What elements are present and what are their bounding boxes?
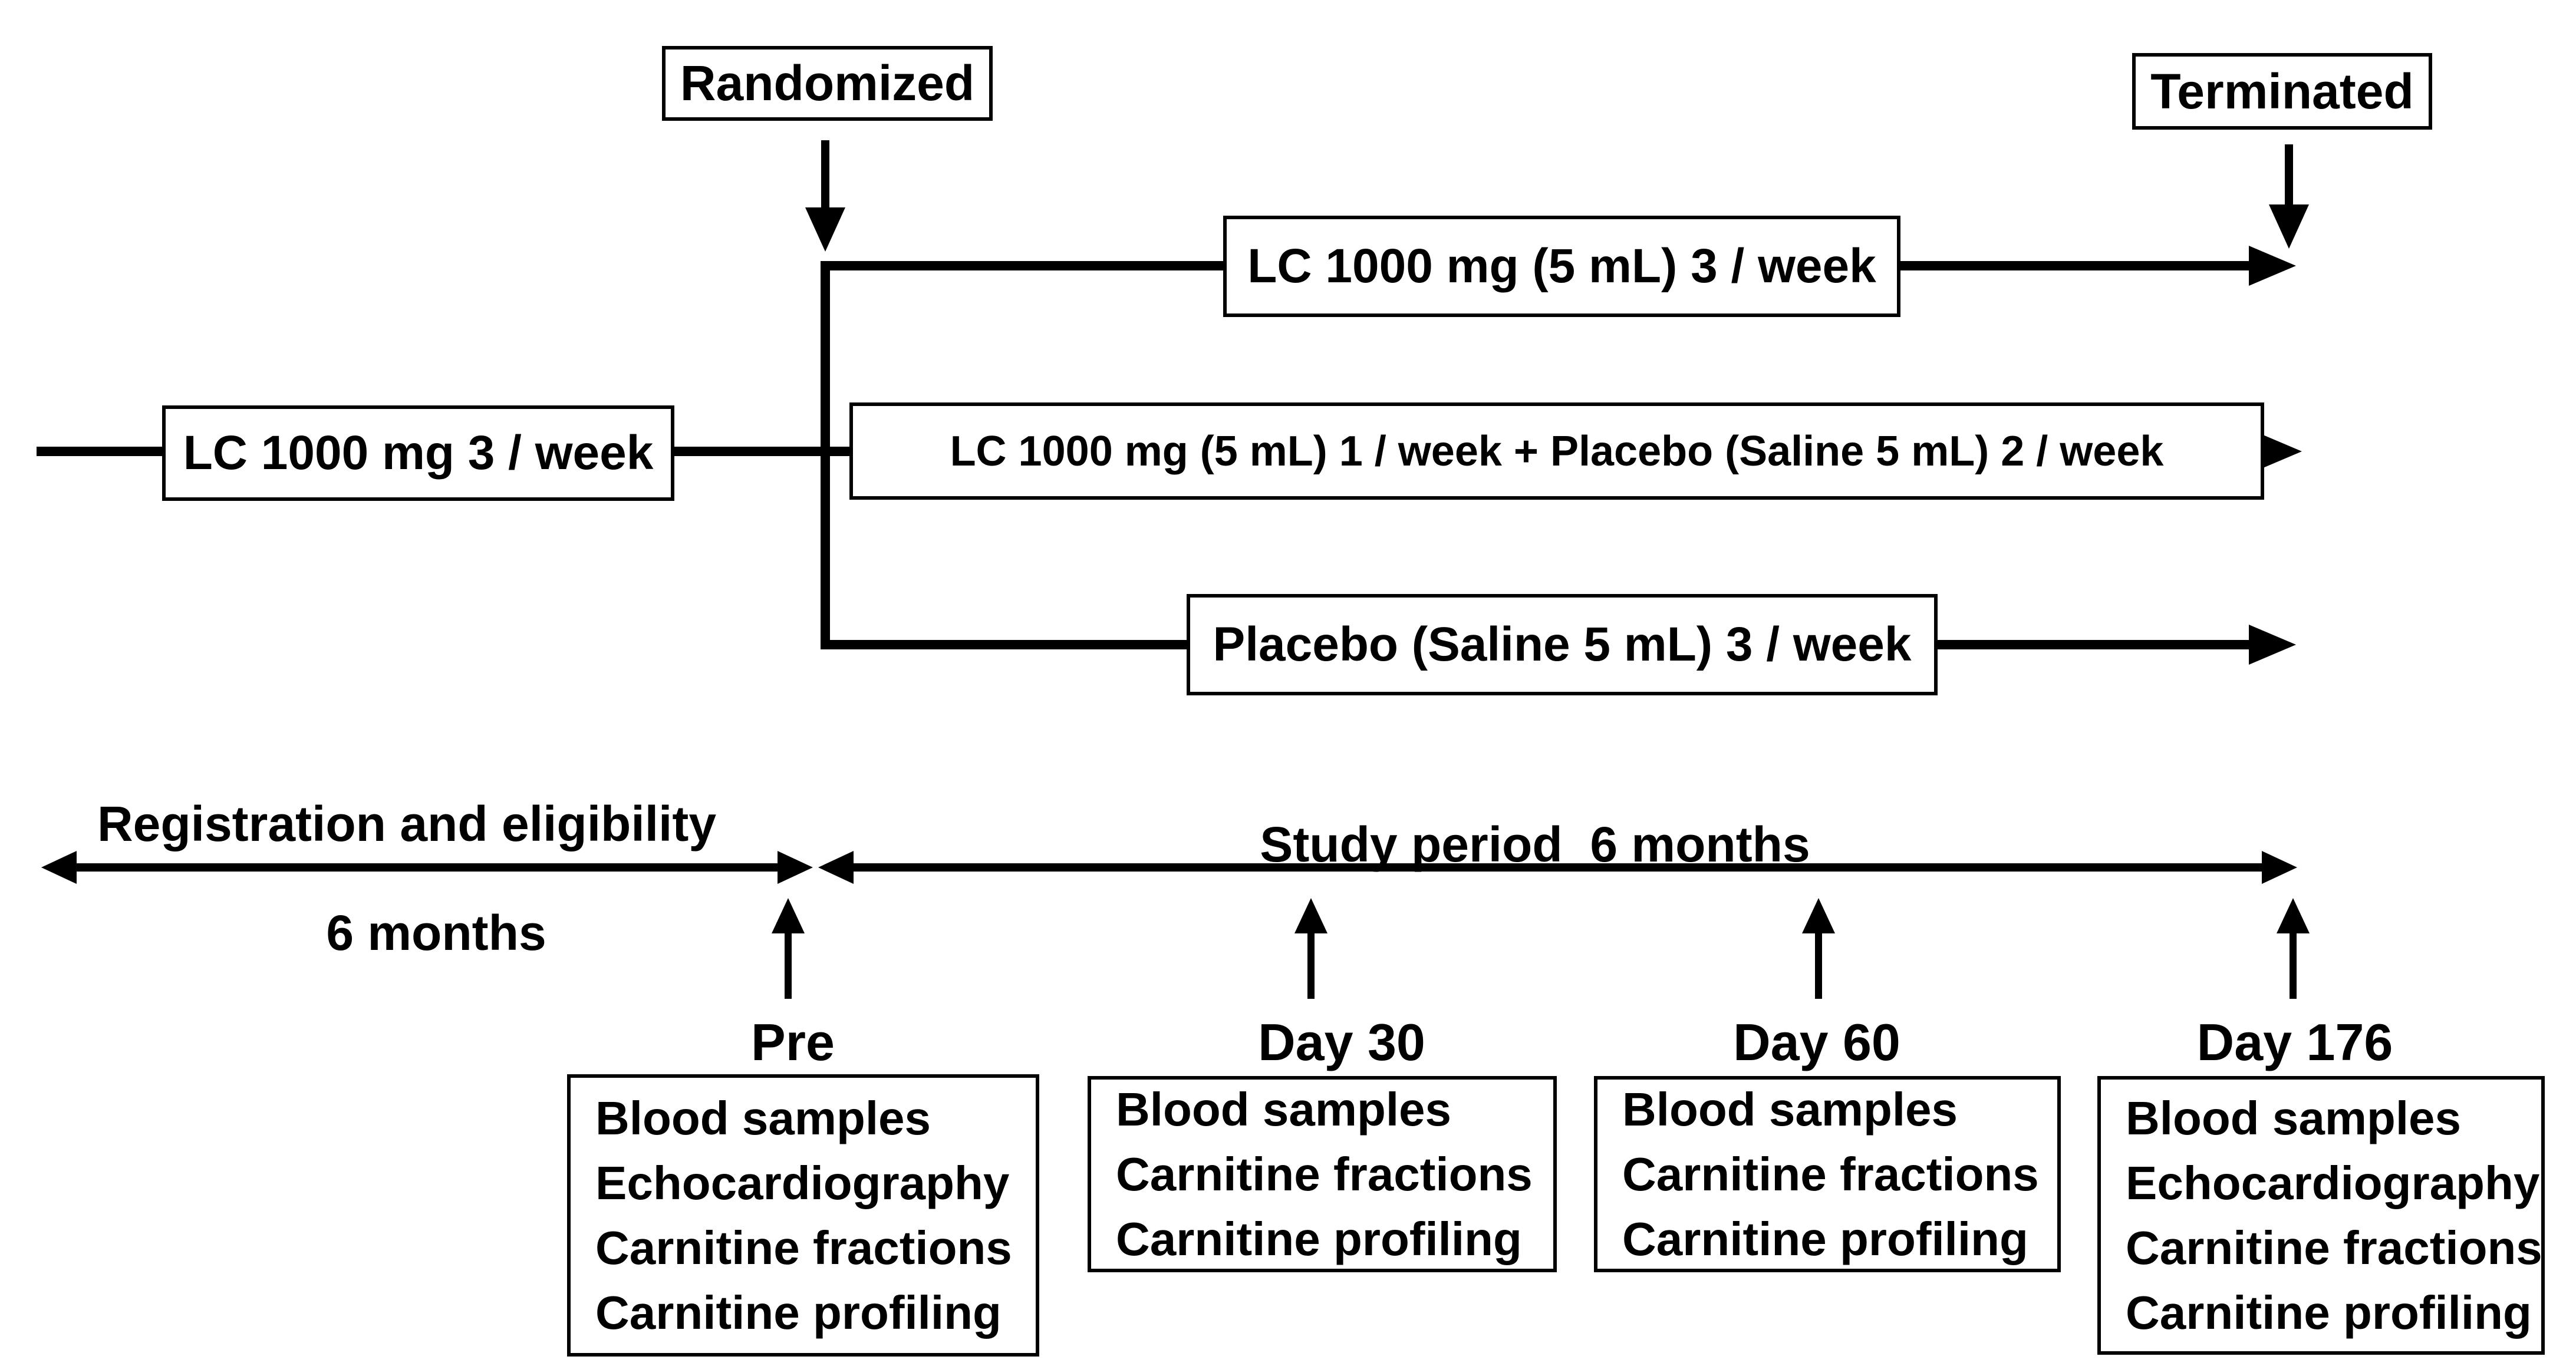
- arm-box-lc-plus-placebo: LC 1000 mg (5 mL) 1 / week + Placebo (Sa…: [849, 402, 2264, 500]
- origin-treatment-box: LC 1000 mg 3 / week: [162, 405, 674, 501]
- timepoint-day30-arrowhead-icon: [1294, 898, 1327, 933]
- timepoint-day176-arrow-shaft: [2290, 931, 2297, 999]
- assessment-item: Carnitine fractions: [2126, 1221, 2542, 1274]
- terminated-arrowhead-icon: [2269, 204, 2309, 249]
- registration-label: Registration and eligibility: [97, 796, 717, 852]
- assessment-item: Carnitine profiling: [595, 1286, 1002, 1339]
- timepoint-label-day60: Day 60: [1733, 1013, 1900, 1071]
- assessment-item: Carnitine fractions: [595, 1221, 1012, 1274]
- timepoint-day60-arrow-shaft: [1815, 931, 1822, 999]
- arm-box-placebo: Placebo (Saline 5 mL) 3 / week: [1187, 594, 1938, 695]
- assessment-item: Carnitine profiling: [2126, 1286, 2532, 1339]
- registration-arrow-line: [65, 863, 790, 872]
- study-period-arrowhead-right-icon: [2262, 851, 2297, 884]
- assessments-box-day60: Blood samples Carnitine fractions Carnit…: [1594, 1076, 2061, 1272]
- study-period-label: Study period 6 months: [1260, 817, 1810, 872]
- registration-arrowhead-right-icon: [778, 851, 813, 884]
- registration-duration-label: 6 months: [326, 905, 546, 961]
- timepoint-label-day30: Day 30: [1258, 1013, 1425, 1071]
- timepoint-label-pre: Pre: [751, 1013, 835, 1071]
- assessment-item: Blood samples: [595, 1091, 931, 1144]
- randomized-arrowhead-icon: [805, 207, 845, 252]
- assessments-box-pre: Blood samples Echocardiography Carnitine…: [567, 1074, 1039, 1357]
- study-period-arrowhead-left-icon: [818, 851, 854, 884]
- randomized-box: Randomized: [662, 46, 993, 121]
- assessment-item: Carnitine profiling: [1116, 1212, 1522, 1265]
- timepoint-pre-arrowhead-icon: [772, 898, 805, 933]
- assessments-box-day30: Blood samples Carnitine fractions Carnit…: [1088, 1076, 1557, 1272]
- assessment-item: Blood samples: [1116, 1083, 1452, 1136]
- arm-top-arrowhead-icon: [2249, 246, 2296, 286]
- timepoint-day60-arrowhead-icon: [1802, 898, 1835, 933]
- terminated-arrow-shaft: [2285, 144, 2293, 206]
- arm-box-lc-3-week: LC 1000 mg (5 mL) 3 / week: [1223, 216, 1900, 317]
- study-period-arrow-line: [849, 863, 2264, 872]
- assessment-item: Carnitine fractions: [1622, 1147, 2039, 1200]
- assessment-item: Echocardiography: [2126, 1156, 2540, 1209]
- timepoint-day176-arrowhead-icon: [2277, 898, 2310, 933]
- assessment-item: Carnitine profiling: [1622, 1212, 2028, 1265]
- assessment-item: Echocardiography: [595, 1156, 1010, 1209]
- timepoint-label-day176: Day 176: [2196, 1013, 2393, 1071]
- arm-bottom-arrowhead-icon: [2249, 625, 2296, 665]
- randomized-arrow-shaft: [821, 140, 829, 210]
- branch-vertical-line: [821, 261, 830, 649]
- timepoint-pre-arrow-shaft: [785, 931, 792, 999]
- timepoint-day30-arrow-shaft: [1307, 931, 1315, 999]
- assessments-box-day176: Blood samples Echocardiography Carnitine…: [2097, 1076, 2545, 1355]
- assessment-item: Blood samples: [1622, 1083, 1958, 1136]
- registration-arrowhead-left-icon: [41, 851, 77, 884]
- terminated-box: Terminated: [2132, 53, 2432, 130]
- assessment-item: Blood samples: [2126, 1091, 2462, 1144]
- assessment-item: Carnitine fractions: [1116, 1147, 1533, 1200]
